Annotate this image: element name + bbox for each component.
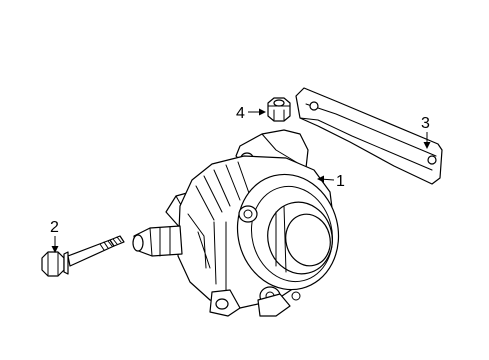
callout-1: 1 [317,173,345,190]
callout-label-4: 4 [236,105,245,122]
callout-label-2: 2 [50,219,59,236]
callout-2: 2 [50,219,59,253]
nut-part[interactable] [267,97,291,122]
alternator-part[interactable] [132,129,351,317]
bolt-part[interactable] [41,235,125,277]
callout-3: 3 [421,115,431,149]
callout-4: 4 [236,105,266,122]
bracket-part[interactable] [295,87,443,185]
callout-label-1: 1 [336,173,345,190]
callout-label-3: 3 [421,115,430,132]
